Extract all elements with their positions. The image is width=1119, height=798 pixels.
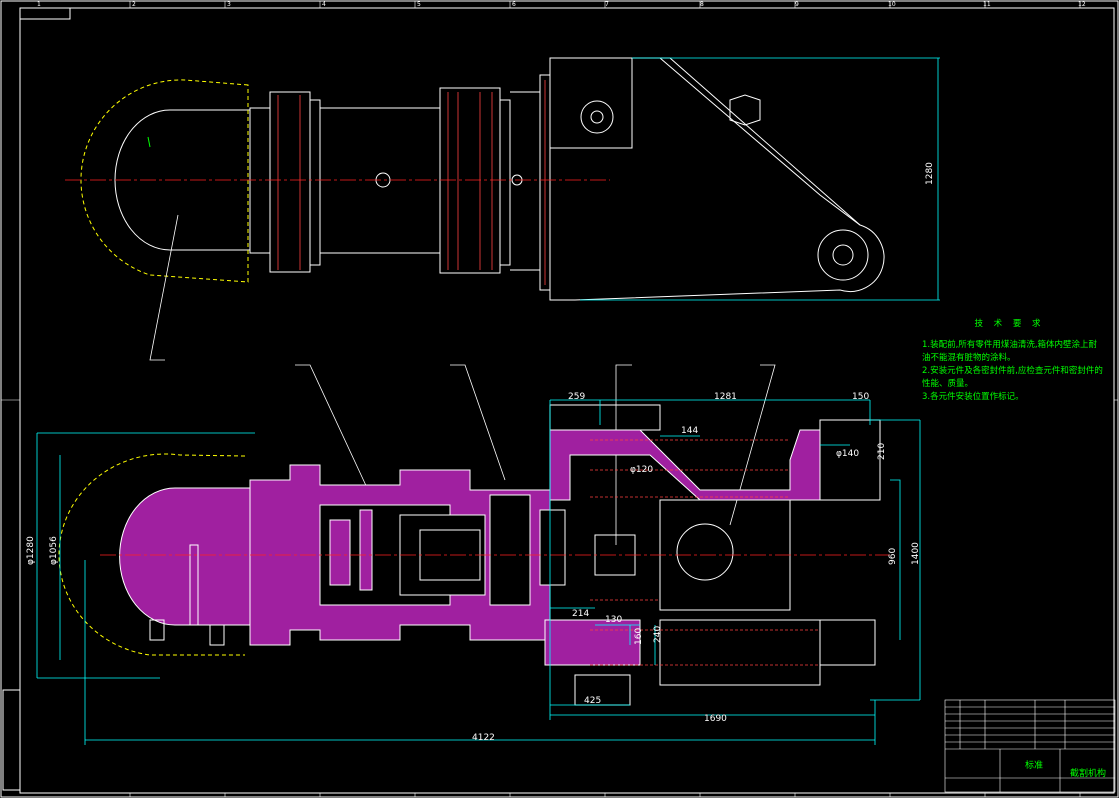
tech-requirement-3: 3.各元件安装位置作标记。: [922, 392, 1024, 402]
svg-text:160: 160: [634, 628, 644, 645]
svg-text:φ1056: φ1056: [49, 536, 59, 565]
top-view: [80, 57, 885, 301]
zone-labels: 1 2 3 4 5 6 7 8 9 10 11 12: [37, 1, 1086, 8]
svg-text:6: 6: [512, 1, 516, 8]
svg-text:1400: 1400: [911, 542, 921, 565]
leader-lines: [149, 214, 776, 545]
svg-text:4122: 4122: [472, 733, 495, 743]
svg-text:2: 2: [132, 1, 136, 8]
cutting-head-section: [119, 487, 251, 626]
svg-text:4: 4: [322, 1, 326, 8]
svg-text:φ140: φ140: [836, 449, 859, 459]
svg-text:960: 960: [888, 548, 898, 565]
svg-text:φ1280: φ1280: [26, 536, 36, 565]
title-block: [944, 699, 1116, 793]
tech-requirement-2: 2.安装元件及各密封件前,应检查元件和密封件的: [922, 366, 1103, 376]
tech-requirement-1-cont: 油不能混有脏物的涂料。: [922, 353, 1016, 363]
svg-text:130: 130: [605, 615, 622, 625]
svg-text:9: 9: [795, 1, 799, 8]
dim-1280-top: 1280: [925, 162, 935, 185]
svg-text:150: 150: [852, 392, 869, 402]
tech-requirements-title: 技 术 要 求: [974, 319, 1045, 329]
svg-text:214: 214: [572, 609, 589, 619]
technical-requirements: 技 术 要 求 1.装配前,所有零件用煤油清洗,箱体内壁涂上耐 油不能混有脏物的…: [922, 318, 1117, 404]
housing-section: [549, 429, 821, 501]
cutting-head-envelope: [80, 79, 249, 283]
svg-text:10: 10: [888, 1, 896, 8]
drawing-title: 截割机构: [1070, 769, 1107, 779]
svg-text:12: 12: [1078, 1, 1086, 8]
svg-text:144: 144: [681, 426, 698, 436]
tech-requirement-2-cont: 性能、质量。: [922, 379, 974, 389]
svg-text:259: 259: [568, 392, 585, 402]
section-dimensions: [36, 399, 921, 745]
material-label: 标准: [1025, 761, 1044, 771]
svg-text:3: 3: [227, 1, 231, 8]
svg-text:240: 240: [653, 626, 663, 643]
svg-text:φ120: φ120: [630, 465, 653, 475]
tech-requirement-1: 1.装配前,所有零件用煤油清洗,箱体内壁涂上耐: [922, 340, 1098, 350]
top-view-dimension: [580, 57, 940, 301]
svg-text:11: 11: [983, 1, 991, 8]
svg-text:7: 7: [605, 1, 609, 8]
svg-text:1690: 1690: [704, 714, 727, 724]
svg-text:1: 1: [37, 1, 41, 8]
svg-text:8: 8: [700, 1, 704, 8]
svg-text:425: 425: [584, 696, 601, 706]
svg-text:5: 5: [417, 1, 421, 8]
svg-text:1281: 1281: [714, 392, 737, 402]
svg-text:210: 210: [877, 443, 887, 460]
dimension-labels: φ1280 φ1056 259 1281 150 144 φ140 210 φ1…: [26, 392, 921, 743]
